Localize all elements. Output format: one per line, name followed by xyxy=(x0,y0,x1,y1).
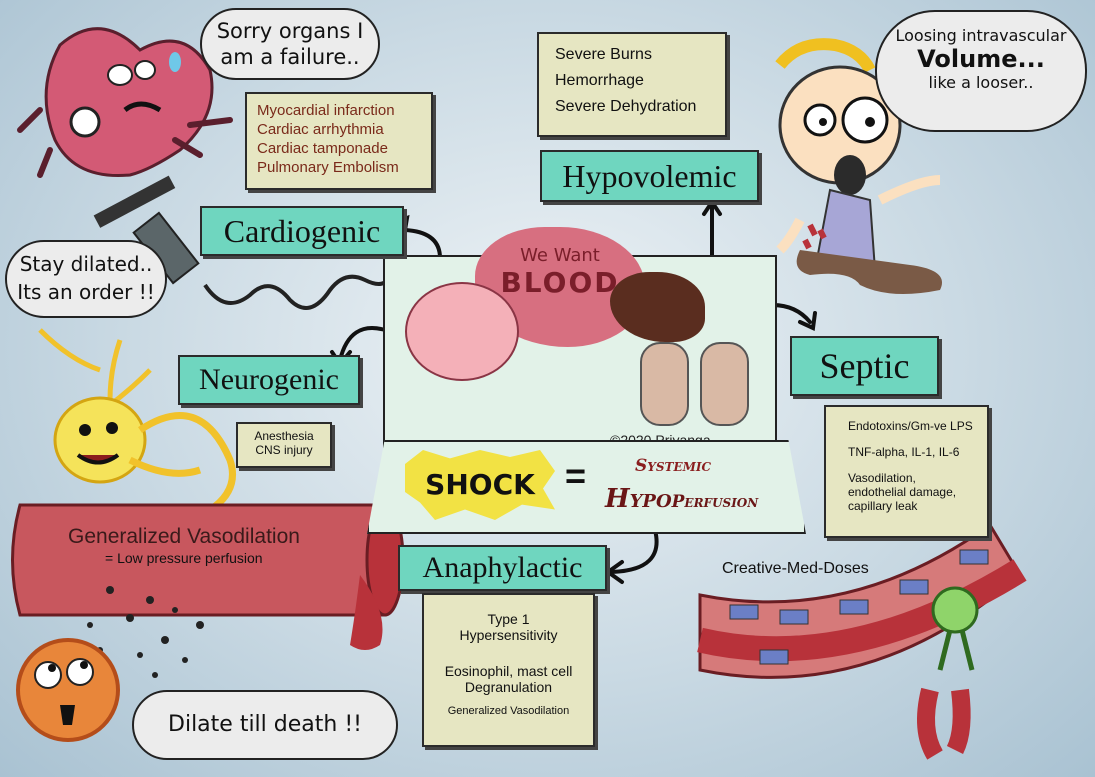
blood-line1: We Want xyxy=(520,245,600,266)
neurogenic-causes: Anesthesia CNS injury xyxy=(236,422,332,468)
septic-cause-5: capillary leak xyxy=(848,499,918,513)
septic-cause-3: Vasodilation, xyxy=(848,471,916,485)
anaphylactic-causes: Type 1 Hypersensitivity Eosinophil, mast… xyxy=(422,593,595,747)
credit-text: Creative-Med-Doses xyxy=(722,560,869,577)
cardiogenic-causes: Myocardial infarction Cardiac arrhythmia… xyxy=(245,92,433,190)
blood-cell-character xyxy=(16,638,120,742)
blood-line2: BLOOD xyxy=(500,266,620,299)
center-panel: We Want BLOOD ©2020 Priyanga xyxy=(383,227,777,454)
arrow-to-cardiogenic xyxy=(403,228,442,260)
vessel-right xyxy=(697,522,1027,760)
cardio-cause-3: Cardiac tamponade xyxy=(257,140,388,157)
kid-character xyxy=(775,38,942,294)
hypo-cause-3: Severe Dehydration xyxy=(555,98,697,115)
hypo-cause-1: Severe Burns xyxy=(555,46,652,63)
heart-speech-text: Sorry organs I am a failure.. xyxy=(216,19,364,69)
shock-label: SHOCK xyxy=(425,468,535,501)
septic-label: Septic xyxy=(790,336,939,396)
arrow-to-neurogenic xyxy=(338,326,387,362)
cardio-cause-2: Cardiac arrhythmia xyxy=(257,121,384,138)
shock-equals: = xyxy=(565,455,587,496)
hypo-speech-line3: like a looser.. xyxy=(928,73,1034,92)
neuron-character xyxy=(38,328,236,513)
cardiogenic-label: Cardiogenic xyxy=(200,206,404,256)
hypo-speech-line1: Loosing intravascular xyxy=(895,26,1067,45)
anaphylactic-label: Anaphylactic xyxy=(398,545,607,591)
brain-character xyxy=(405,282,519,381)
neuron-speech-text: Stay dilated.. Its an order !! xyxy=(17,252,155,304)
ana-cause-5: Generalized Vasodilation xyxy=(447,705,570,717)
liver-character xyxy=(610,272,705,342)
hypo-prefix: Hypo xyxy=(605,484,672,514)
ana-cause-3: Eosinophil, mast cell xyxy=(444,663,573,679)
vessel-title: Generalized Vasodilation xyxy=(68,525,300,548)
heart-character xyxy=(17,27,233,178)
neuro-cause-1: Anesthesia xyxy=(254,429,314,443)
hypo-cause-2: Hemorrhage xyxy=(555,72,644,89)
cell-speech-text: Dilate till death !! xyxy=(168,712,362,737)
septic-cause-1: Endotoxins/Gm-ve LPS xyxy=(848,419,973,433)
pump-illustration xyxy=(93,175,392,310)
neuron-speech-bubble: Stay dilated.. Its an order !! xyxy=(5,240,167,318)
vessel-subtitle: = Low pressure perfusion xyxy=(105,550,263,566)
cardio-cause-1: Myocardial infarction xyxy=(257,102,395,119)
hypo-speech-line2: Volume... xyxy=(917,45,1045,73)
neurogenic-label: Neurogenic xyxy=(178,355,360,405)
lung-right xyxy=(700,342,749,426)
cell-speech-bubble: Dilate till death !! xyxy=(132,690,398,760)
arrow-to-anaphylactic xyxy=(610,528,659,574)
neuro-cause-2: CNS injury xyxy=(255,443,313,457)
lung-left xyxy=(640,342,689,426)
cardio-cause-4: Pulmonary Embolism xyxy=(257,159,399,176)
ana-cause-4: Degranulation xyxy=(464,679,553,695)
hypovolemic-causes: Severe Burns Hemorrhage Severe Dehydrati… xyxy=(537,32,727,137)
hypoperfusion-label: HypoPerfusion xyxy=(605,484,758,514)
hypovolemic-speech-bubble: Loosing intravascular Volume... like a l… xyxy=(875,10,1087,132)
heart-speech-bubble: Sorry organs I am a failure.. xyxy=(200,8,380,80)
systemic-label: Systemic xyxy=(635,456,712,476)
perfusion-word: Perfusion xyxy=(671,492,759,512)
septic-cause-2: TNF-alpha, IL-1, IL-6 xyxy=(848,445,960,459)
ana-cause-1: Type 1 xyxy=(487,611,530,627)
septic-cause-4: endothelial damage, xyxy=(848,485,957,499)
hypovolemic-label: Hypovolemic xyxy=(540,150,759,202)
ana-cause-2: Hypersensitivity xyxy=(459,627,558,643)
septic-causes: Endotoxins/Gm-ve LPS TNF-alpha, IL-1, IL… xyxy=(824,405,989,538)
